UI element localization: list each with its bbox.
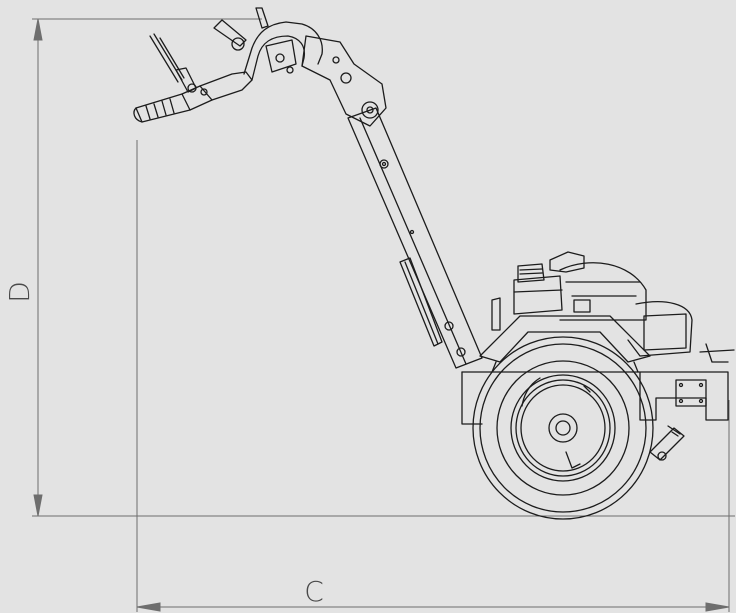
handle-column bbox=[347, 107, 483, 369]
dimension-label-c: C bbox=[304, 575, 324, 608]
wheel bbox=[472, 336, 654, 520]
dimension-label-d: D bbox=[3, 281, 36, 303]
dimension-lines bbox=[32, 18, 735, 612]
chassis bbox=[461, 315, 735, 425]
machine bbox=[133, 7, 735, 520]
handle-grip bbox=[133, 33, 253, 123]
upper-handle-bar bbox=[213, 7, 323, 81]
tow-hook bbox=[649, 425, 685, 461]
engine bbox=[491, 251, 693, 357]
handle-pivot-plate bbox=[301, 35, 387, 127]
